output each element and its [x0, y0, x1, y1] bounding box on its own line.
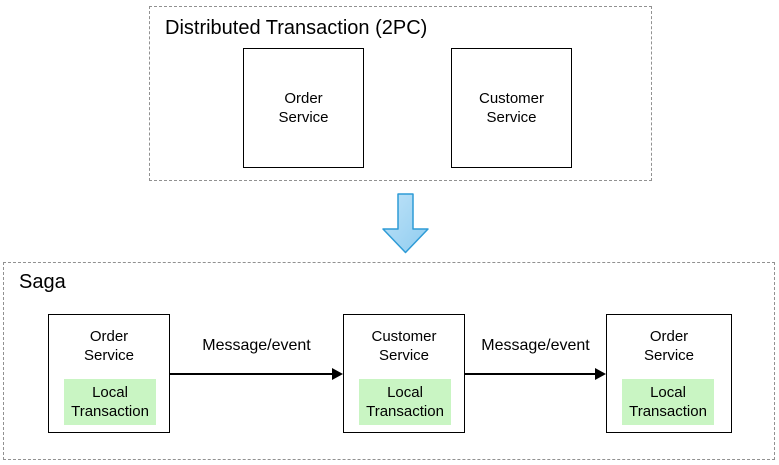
twopc-customer-service-box: Customer Service [451, 48, 572, 168]
twopc-order-service-label: Order Service [278, 90, 329, 126]
local-transaction-box: Local Transaction [64, 379, 156, 425]
saga-order-service-label: Order Service [643, 328, 695, 364]
saga-order-service-label: Order Service [83, 328, 135, 364]
saga-order-service-box-2: Order Service Local Transaction [606, 314, 732, 433]
saga-order-service-box: Order Service Local Transaction [48, 314, 170, 433]
message-event-connector: Message/event [465, 336, 606, 382]
twopc-group: Distributed Transaction (2PC) Order Serv… [149, 6, 652, 181]
message-event-label: Message/event [481, 337, 590, 354]
local-transaction-label: Local Transaction [71, 384, 149, 420]
connector-arrowhead-icon [595, 368, 606, 380]
message-event-label: Message/event [202, 337, 311, 354]
saga-customer-service-label: Customer Service [371, 328, 437, 364]
local-transaction-label: Local Transaction [629, 384, 707, 420]
down-arrow-icon [382, 193, 429, 254]
connector-arrowhead-icon [332, 368, 343, 380]
saga-group: Saga Order Service Local Transaction Mes… [3, 262, 775, 460]
message-event-connector: Message/event [170, 336, 343, 382]
local-transaction-box: Local Transaction [622, 379, 714, 425]
connector-line [170, 373, 334, 375]
twopc-customer-service-label: Customer Service [478, 90, 545, 126]
saga-group-title: Saga [19, 271, 66, 293]
local-transaction-label: Local Transaction [366, 384, 444, 420]
connector-line [465, 373, 597, 375]
saga-customer-service-box: Customer Service Local Transaction [343, 314, 465, 433]
twopc-group-title: Distributed Transaction (2PC) [165, 17, 428, 39]
local-transaction-box: Local Transaction [359, 379, 451, 425]
twopc-order-service-box: Order Service [243, 48, 364, 168]
